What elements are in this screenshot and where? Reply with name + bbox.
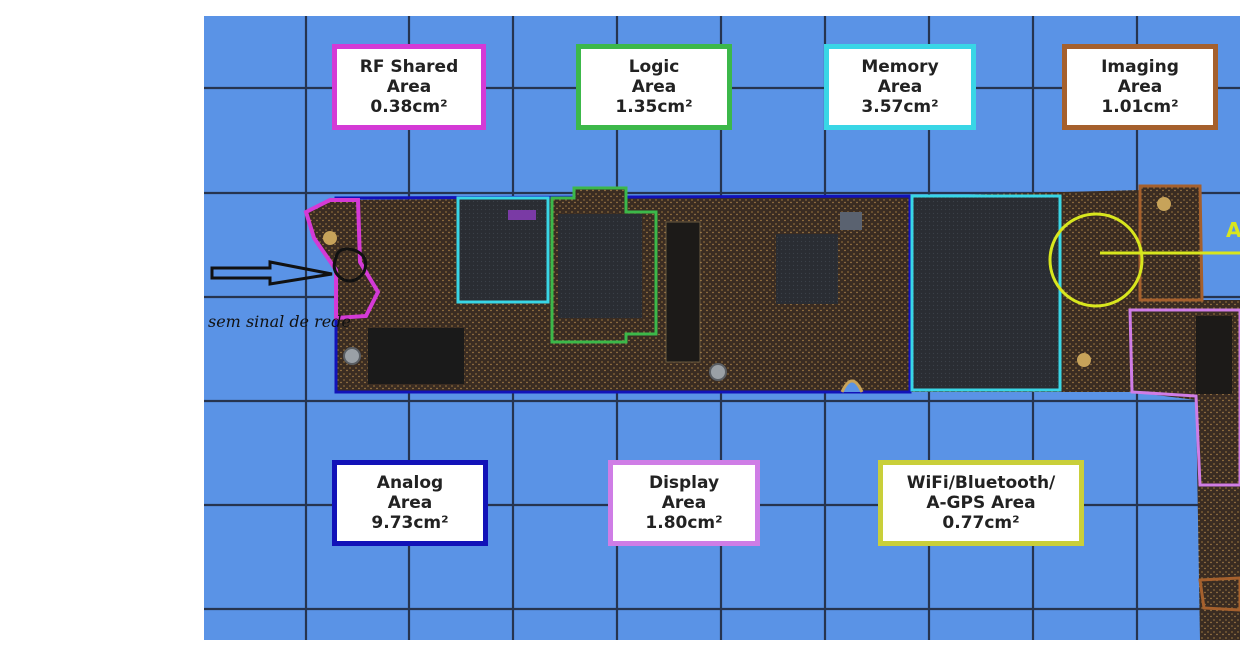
wifi-label-title: WiFi/Bluetooth/ [906,473,1056,493]
logic-label-size: 1.35cm² [615,97,693,117]
analog-label-area: Area [387,493,433,513]
display-label-size: 1.80cm² [645,513,723,533]
logic-board [303,184,1240,640]
memory-label-area: Area [877,77,923,97]
right-arrow-outline-icon [210,260,333,286]
analog-label-title: Analog [376,473,444,493]
logic-label-area: Area [631,77,677,97]
edge-letter: A [1226,218,1240,242]
annotation-text: sem sinal de rede [208,312,351,331]
rf-shared-area-label: RF Shared Area 0.38cm² [332,44,486,130]
memory-label-title: Memory [861,57,939,77]
memory-area-label: Memory Area 3.57cm² [824,44,976,130]
wifi-bluetooth-agps-area-label: WiFi/Bluetooth/ A-GPS Area 0.77cm² [878,460,1084,546]
rf-label-size: 0.38cm² [370,97,448,117]
logic-area-label: Logic Area 1.35cm² [576,44,732,130]
analog-label-size: 9.73cm² [371,513,449,533]
rf-label-title: RF Shared [359,57,459,77]
imaging-label-size: 1.01cm² [1101,97,1179,117]
analog-outline [334,194,912,394]
display-area-label: Display Area 1.80cm² [608,460,760,546]
rf-outline [303,198,381,321]
imaging-label-title: Imaging [1101,57,1179,77]
rf-label-area: Area [386,77,432,97]
display-label-area: Area [661,493,707,513]
memory-chip-main [910,194,1062,392]
memory-label-size: 3.57cm² [861,97,939,117]
display-label-title: Display [648,473,720,493]
display-outline [1128,308,1240,487]
imaging-label-area: Area [1117,77,1163,97]
wifi-label-size: 0.77cm² [942,513,1020,533]
analog-area-label: Analog Area 9.73cm² [332,460,488,546]
logic-label-title: Logic [628,57,680,77]
imaging-outline [1138,184,1204,302]
circled-component-icon [332,247,368,283]
wifi-highlight-circle [1048,212,1144,308]
imaging-area-label: Imaging Area 1.01cm² [1062,44,1218,130]
wifi-label-area: A-GPS Area [926,493,1036,513]
